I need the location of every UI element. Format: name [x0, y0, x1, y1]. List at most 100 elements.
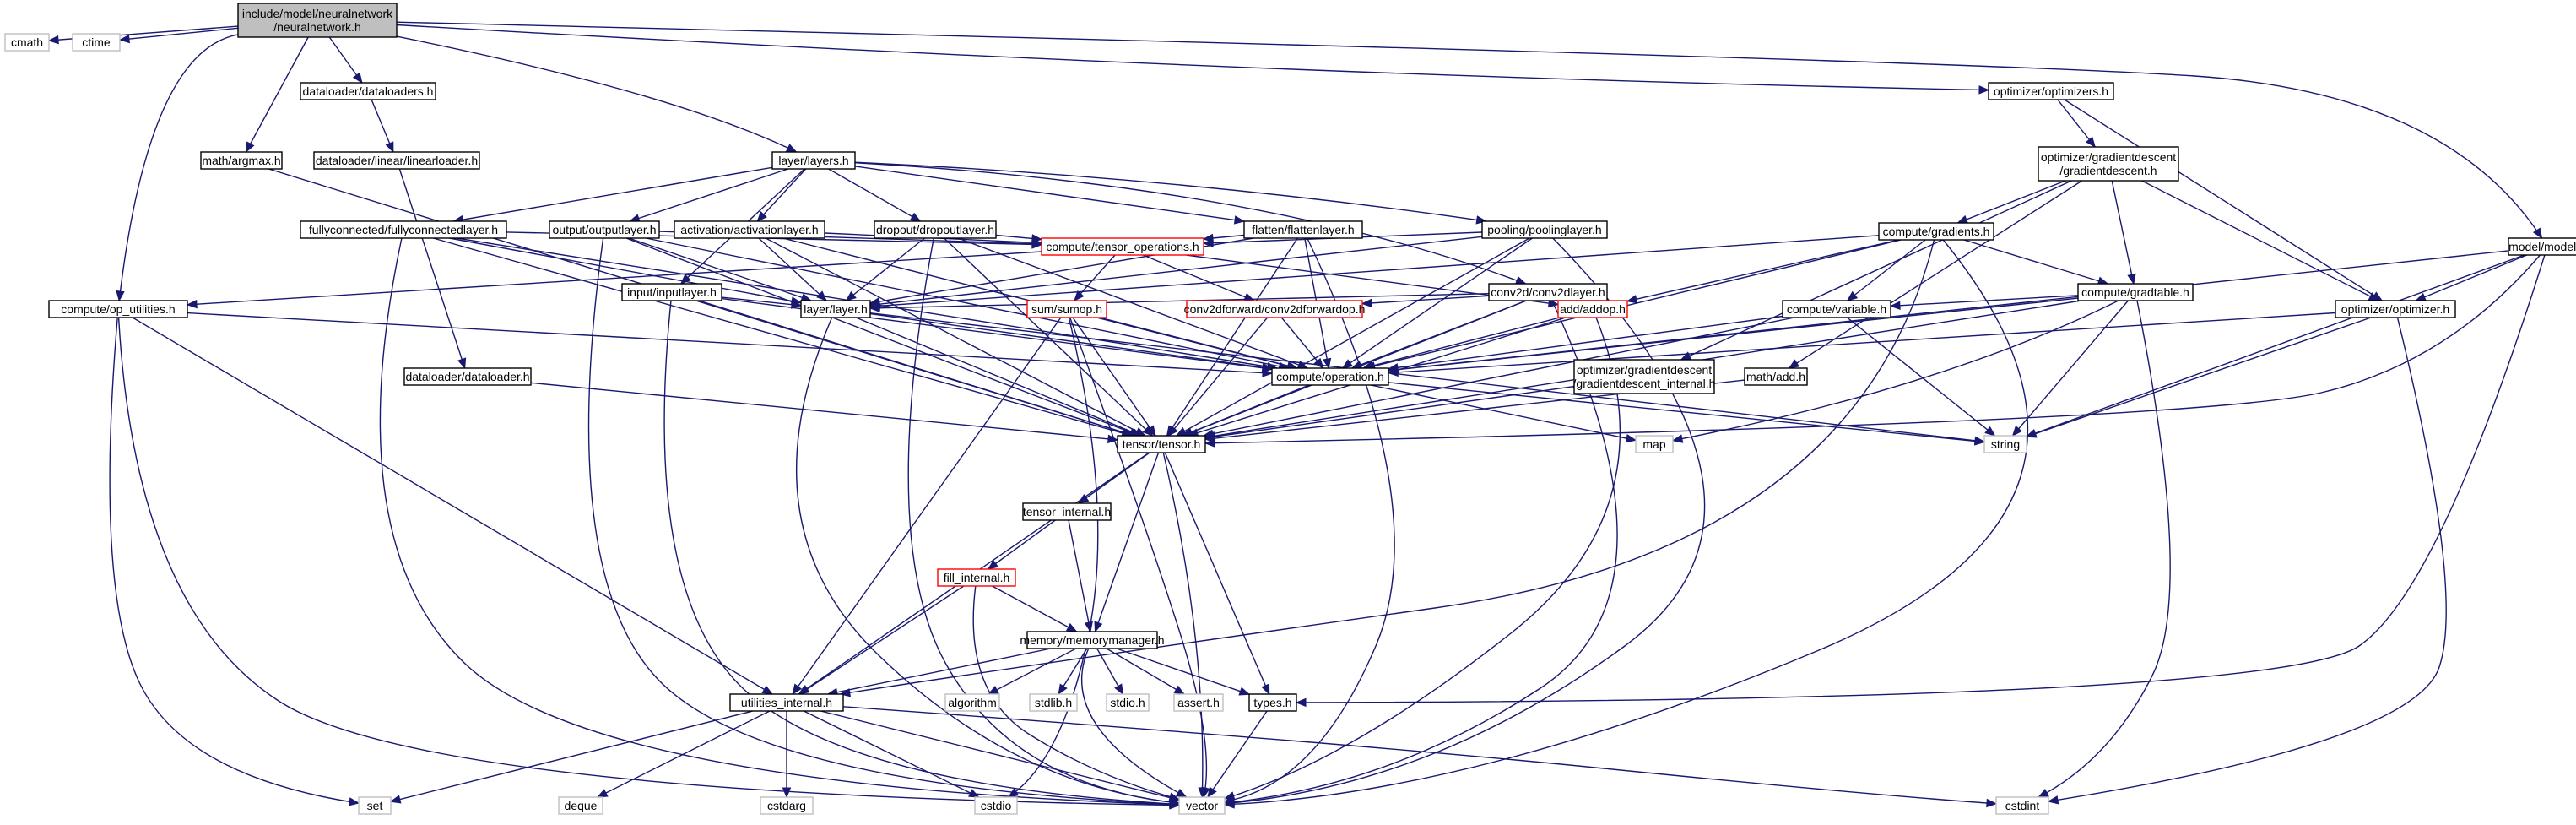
edge-arrowhead — [798, 685, 810, 695]
edge-line — [245, 36, 309, 153]
node-outputlayer[interactable]: output/outputlayer.h — [549, 220, 660, 239]
edge-arrowhead — [1074, 290, 1085, 301]
node-memorymanager[interactable]: memory/memorymanager.h — [1020, 631, 1165, 649]
node-mathadd[interactable]: math/add.h — [1744, 367, 1808, 386]
node-box — [1983, 435, 2027, 453]
edge-arrowhead — [1514, 276, 1527, 285]
node-fclayer[interactable]: fullyconnected/fullyconnectedlayer.h — [300, 220, 507, 239]
edge-utilinternal-to-set — [389, 710, 754, 804]
node-dataloader[interactable]: dataloader/dataloader.h — [403, 367, 532, 386]
node-box — [800, 300, 871, 318]
edge-memorymanager-to-vector — [1080, 648, 1188, 798]
edge-line — [869, 312, 1273, 370]
edge-gradientdescent-to-mathadd — [1788, 180, 2083, 369]
edge-line — [1069, 317, 1208, 798]
edge-line — [663, 300, 1180, 806]
node-sumop[interactable]: sum/sumop.h — [1026, 300, 1107, 318]
node-algorithm: algorithm — [944, 693, 1000, 712]
edge-gradientdescent-to-gradtable — [2111, 180, 2136, 285]
node-fillinternal[interactable]: fill_internal.h — [937, 568, 1016, 587]
node-dropoutlayer[interactable]: dropout/dropoutlayer.h — [874, 220, 997, 239]
node-argmax[interactable]: math/argmax.h — [200, 151, 283, 170]
node-root[interactable]: include/model/neuralnetwork/neuralnetwor… — [237, 3, 398, 38]
edge-arrowhead — [186, 299, 198, 309]
edge-arrowhead — [1243, 292, 1255, 301]
edge-utilinternal-to-vector — [820, 710, 1181, 802]
node-box — [72, 33, 121, 52]
node-activationlayer[interactable]: activation/activationlayer.h — [674, 220, 825, 239]
node-oputilities[interactable]: compute/op_utilities.h — [48, 300, 188, 318]
node-gdinternal[interactable]: optimizer/gradientdescent/gradientdescen… — [1573, 359, 1716, 394]
node-linearloader[interactable]: dataloader/linear/linearloader.h — [313, 151, 480, 170]
node-box — [1173, 693, 1224, 712]
node-box — [1186, 300, 1363, 318]
node-gradients[interactable]: compute/gradients.h — [1878, 222, 1994, 241]
node-tensorinternal[interactable]: tensor_internal.h — [1022, 502, 1112, 521]
node-gradientdescent[interactable]: optimizer/gradientdescent/gradientdescen… — [2038, 146, 2179, 182]
edge-arrowhead — [2085, 136, 2097, 149]
node-types[interactable]: types.h — [1248, 693, 1297, 712]
node-label: cmath — [11, 35, 43, 49]
node-addop[interactable]: add/addop.h — [1557, 300, 1628, 318]
edge-line — [1626, 239, 1899, 302]
edge-arrowhead — [1223, 800, 1235, 809]
edge-root-to-ctime — [118, 27, 239, 44]
node-optimizers[interactable]: optimizer/optimizers.h — [1988, 82, 2114, 100]
node-box — [2335, 300, 2456, 318]
node-label: optimizer/gradientdescent — [2041, 150, 2176, 164]
node-operation[interactable]: compute/operation.h — [1271, 367, 1389, 386]
edge-line — [1162, 452, 1204, 798]
edge-line — [646, 237, 1289, 369]
node-conv2dlayer[interactable]: conv2d/conv2dlayer.h — [1488, 283, 1608, 301]
node-poolinglayer[interactable]: pooling/poolinglayer.h — [1481, 220, 1608, 239]
edge-line — [988, 519, 1056, 570]
node-tensor[interactable]: tensor/tensor.h — [1117, 435, 1206, 453]
edge-operation-to-tensor — [1181, 384, 1310, 437]
edge-arrowhead — [596, 789, 609, 798]
edge-line — [1167, 317, 1269, 437]
node-label: algorithm — [948, 696, 997, 709]
node-box — [1878, 222, 1994, 241]
node-gradtable[interactable]: compute/gradtable.h — [2077, 283, 2194, 301]
node-layer[interactable]: layer/layer.h — [800, 300, 871, 318]
edge-line — [988, 648, 1077, 695]
node-box — [674, 220, 825, 239]
node-label: fullyconnected/fullyconnectedlayer.h — [309, 223, 498, 236]
edge-line — [187, 312, 1273, 374]
node-box — [1029, 693, 1078, 712]
edge-variable-to-string — [1847, 317, 1996, 437]
node-label: types.h — [1253, 696, 1291, 709]
edge-fillinternal-to-utilinternal — [798, 585, 965, 695]
node-flattenlayer[interactable]: flatten/flattenlayer.h — [1243, 220, 1363, 239]
edge-line — [396, 24, 1989, 91]
node-optimizer[interactable]: optimizer/optimizer.h — [2335, 300, 2456, 318]
node-stdlib: stdlib.h — [1029, 693, 1078, 712]
edge-utilinternal-to-cstdint — [842, 706, 1998, 808]
node-label: stdlib.h — [1035, 696, 1072, 709]
node-dataloaders[interactable]: dataloader/dataloaders.h — [300, 82, 436, 100]
node-tensorops[interactable]: compute/tensor_operations.h — [1041, 237, 1204, 256]
edge-line — [1176, 237, 1530, 437]
edge-line — [1116, 648, 1250, 695]
edge-line — [840, 239, 1935, 695]
edge-line — [625, 237, 1140, 437]
node-box — [771, 151, 856, 170]
node-label: layer/layers.h — [778, 154, 848, 167]
node-inputlayer[interactable]: input/inputlayer.h — [621, 283, 722, 301]
edge-line — [1068, 519, 1091, 632]
node-conv2dforwardop[interactable]: conv2dforward/conv2dforwardop.h — [1184, 300, 1366, 318]
node-utilinternal[interactable]: utilities_internal.h — [729, 693, 844, 712]
edge-fillinternal-to-vector — [972, 585, 1181, 801]
node-label: stdio.h — [1110, 696, 1145, 709]
node-variable[interactable]: compute/variable.h — [1782, 300, 1891, 318]
edge-line — [1099, 317, 1298, 369]
node-box — [937, 568, 1016, 587]
edge-operation-to-map — [1370, 384, 1637, 443]
node-box — [1744, 367, 1808, 386]
node-box — [1243, 220, 1363, 239]
node-model[interactable]: model/model.h — [2508, 237, 2576, 256]
edge-conv2dforwardop-to-tensor — [1167, 317, 1269, 437]
edge-line — [907, 237, 1180, 804]
node-layers[interactable]: layer/layers.h — [771, 151, 856, 170]
node-label: cstdio — [981, 799, 1012, 812]
